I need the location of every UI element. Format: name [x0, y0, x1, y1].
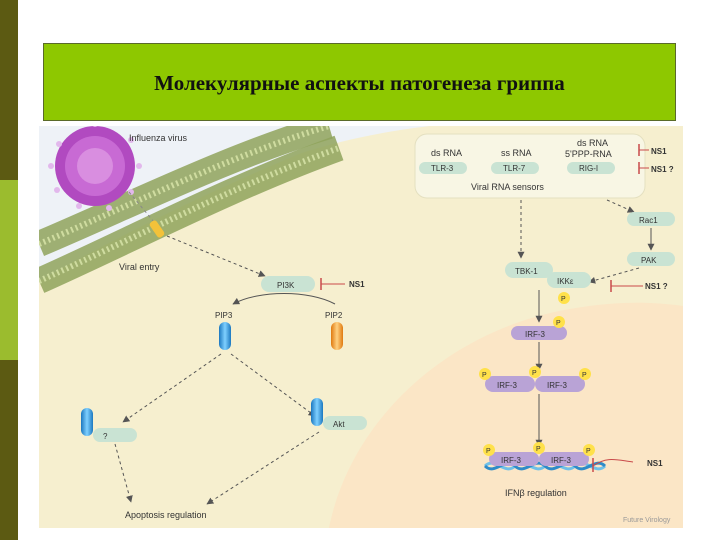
ns1-pi3k-label: NS1 [349, 280, 365, 289]
pi3k-pill [261, 276, 315, 292]
diagram-svg: Influenza virus Viral entry ds RNA TLR-3… [39, 126, 683, 528]
phosphate-label: P [582, 372, 587, 379]
watermark: Future Virology [623, 517, 671, 524]
ns1-label-c: NS1 ? [645, 282, 668, 291]
tbk1-pill [505, 262, 553, 278]
ifnb-label: IFNβ regulation [505, 488, 567, 498]
viral-rna-sensors-label: Viral RNA sensors [471, 182, 544, 192]
slide-sidebar [0, 0, 18, 540]
sensors-to-rac1-arrow [606, 199, 635, 213]
question-label: ? [103, 432, 108, 441]
akt-capsule [311, 398, 323, 426]
question-capsule [81, 408, 93, 436]
ikke-label: IKKε [557, 277, 574, 286]
viral-entry-path [128, 191, 160, 229]
ppp-rna-label: 5'PPP-RNA [565, 149, 612, 159]
tlr3-pill [419, 162, 467, 174]
phosphate [533, 442, 545, 454]
pip2-to-pip3-arrow [232, 293, 336, 305]
tlr3-label: TLR-3 [431, 164, 454, 173]
phosphate [579, 368, 591, 380]
irf3-dimer-right-label: IRF-3 [547, 381, 568, 390]
apoptosis-label: Apoptosis regulation [125, 510, 207, 520]
tbk1-label: TBK-1 [515, 267, 538, 276]
akt-label: Akt [333, 420, 345, 429]
irf3-pill [511, 326, 567, 340]
irf3-dimer-right [535, 376, 585, 392]
pip3-label: PIP3 [215, 311, 233, 320]
rac1-label: Rac1 [639, 216, 658, 225]
pathogenesis-diagram: Influenza virus Viral entry ds RNA TLR-3… [39, 126, 683, 528]
pip3-to-question-arrow [122, 353, 222, 423]
phosphate-label: P [536, 446, 541, 453]
ns1-label-b: NS1 ? [651, 165, 674, 174]
pip2-label: PIP2 [325, 311, 343, 320]
phosphate-label: P [486, 448, 491, 455]
phosphate-label: P [532, 370, 537, 377]
irf3-nuclear-right [539, 452, 589, 466]
tlr7-pill [491, 162, 539, 174]
pi3k-label: PI3K [277, 281, 295, 290]
pip2-capsule [331, 322, 343, 350]
viral-entry-label: Viral entry [119, 262, 160, 272]
influenza-virus [48, 126, 142, 211]
question-to-apoptosis-arrow [114, 443, 133, 503]
phosphate [529, 366, 541, 378]
title-box: Молекулярные аспекты патогенеза гриппа [43, 43, 676, 121]
irf3-dimer-left-label: IRF-3 [497, 381, 518, 390]
tlr7-label: TLR-7 [503, 164, 526, 173]
ns1-label-a: NS1 [651, 147, 667, 156]
sidebar-segment [0, 180, 18, 360]
pak-to-ikke-arrow [588, 267, 640, 284]
sidebar-segment [0, 360, 18, 540]
rigi-label: RIG-I [579, 164, 598, 173]
nucleus [329, 302, 683, 528]
phosphate-label: P [556, 320, 561, 327]
slide-title: Молекулярные аспекты патогенеза гриппа [154, 70, 565, 95]
ssrna-label: ss RNA [501, 148, 532, 158]
irf3-dimer-left [485, 376, 535, 392]
irf3-nuclear-left-label: IRF-3 [501, 456, 522, 465]
question-pill [93, 428, 137, 442]
rigi-pill [567, 162, 615, 174]
influenza-virus-label: Influenza virus [129, 133, 188, 143]
phosphate-label: P [482, 372, 487, 379]
akt-pill [323, 416, 367, 430]
irf3-nuclear-left [489, 452, 539, 466]
pak-pill [627, 252, 675, 266]
viral-particle [149, 220, 165, 238]
dsrna2-label: ds RNA [577, 138, 608, 148]
dsrna-label: ds RNA [431, 148, 462, 158]
irf3-label: IRF-3 [525, 330, 546, 339]
ns1-label-d: NS1 [647, 459, 663, 468]
ikke-pill [547, 272, 591, 288]
ns1-nucleus-line [592, 459, 634, 467]
cell-membrane [39, 126, 344, 293]
phosphate [479, 368, 491, 380]
pip3-capsule [219, 322, 231, 350]
phosphate [483, 444, 495, 456]
phosphate [583, 444, 595, 456]
akt-to-apoptosis-arrow [206, 431, 320, 505]
pak-label: PAK [641, 256, 657, 265]
rac1-pill [627, 212, 675, 226]
phosphate [558, 292, 570, 304]
phosphate [553, 316, 565, 328]
sidebar-segment [0, 0, 18, 180]
phosphate-label: P [586, 448, 591, 455]
phosphate-label: P [561, 296, 566, 303]
irf3-nuclear-right-label: IRF-3 [551, 456, 572, 465]
